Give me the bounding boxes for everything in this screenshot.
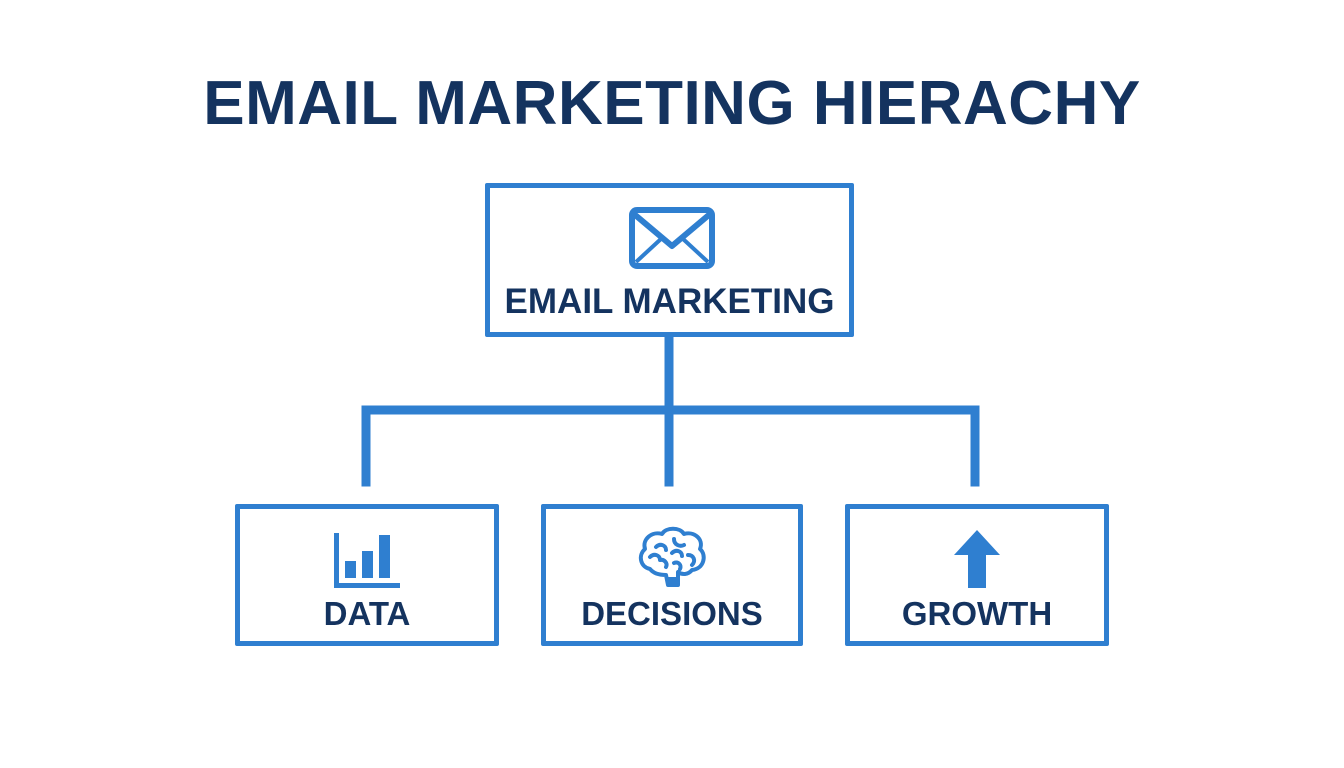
brain-icon: [638, 526, 706, 587]
bar-chart-icon: [334, 533, 400, 588]
root-node-label: EMAIL MARKETING: [504, 282, 835, 321]
arrow-up-icon: [954, 530, 1000, 588]
child-node-decisions: DECISIONS: [541, 504, 803, 646]
diagram-title: EMAIL MARKETING HIERACHY: [203, 69, 1141, 138]
child-node-label: GROWTH: [901, 595, 1053, 632]
child-node-label: DATA: [323, 595, 411, 632]
child-node-growth: GROWTH: [845, 504, 1109, 646]
envelope-icon: [629, 207, 715, 269]
root-node-email-marketing: EMAIL MARKETING: [485, 183, 854, 337]
child-node-label: DECISIONS: [581, 595, 763, 632]
child-node-data: DATA: [235, 504, 499, 646]
